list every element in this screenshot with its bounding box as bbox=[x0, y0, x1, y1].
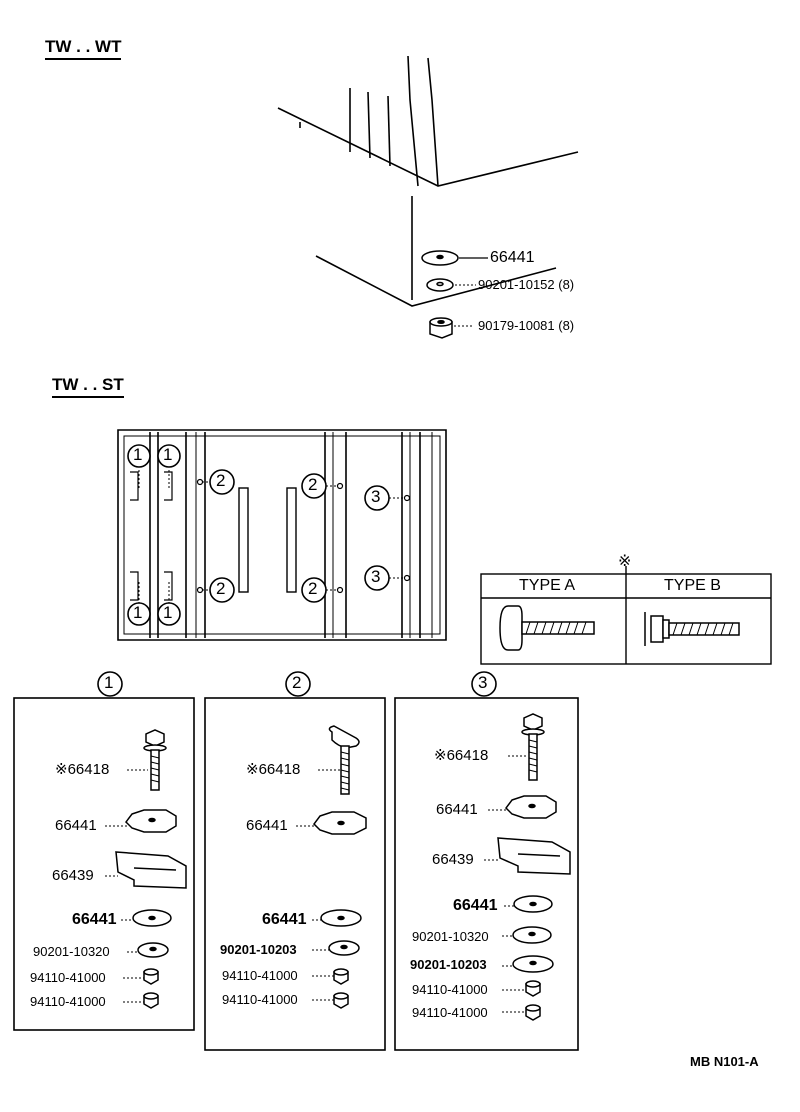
washer-icon bbox=[426, 278, 454, 292]
kit2-washer-label: 66441 bbox=[262, 911, 307, 928]
st-tank-outline bbox=[117, 429, 447, 641]
kit3-box bbox=[394, 697, 579, 1051]
type-b-label: TYPE B bbox=[664, 577, 721, 594]
callout-3: 3 bbox=[371, 487, 381, 506]
kit1-plain-washer-label: 90201-10320 bbox=[33, 944, 110, 959]
nut-icon bbox=[429, 317, 453, 339]
kit2-box bbox=[204, 697, 386, 1051]
kit2-nut2-label: 94110-41000 bbox=[222, 992, 298, 1007]
callout-2: 2 bbox=[308, 579, 318, 598]
section-title-wt: TW . . WT bbox=[45, 38, 122, 60]
callout-3: 3 bbox=[371, 567, 381, 586]
kit2-bolt-label: ※66418 bbox=[246, 761, 301, 778]
callout-1: 1 bbox=[133, 603, 143, 622]
kit3-number: 3 bbox=[478, 673, 488, 692]
kit1-washer-label: 66441 bbox=[72, 911, 117, 928]
callout-2: 2 bbox=[216, 579, 226, 598]
type-a-bolt-icon bbox=[499, 605, 595, 651]
kit3-washer-label: 66441 bbox=[453, 897, 498, 914]
kit2-number: 2 bbox=[292, 673, 302, 692]
kit1-parts bbox=[115, 729, 187, 1009]
kit1-box bbox=[13, 697, 195, 1031]
type-a-label: TYPE A bbox=[519, 577, 576, 594]
kit3-bracket-label: 66439 bbox=[432, 851, 474, 868]
kit3-plain-washer1-label: 90201-10320 bbox=[412, 929, 489, 944]
pad-66441-icon bbox=[421, 250, 459, 266]
diagram-code: MB N101-A bbox=[690, 1054, 759, 1069]
kit1-nut1-label: 94110-41000 bbox=[30, 970, 106, 985]
wt-nut-label: 90179-10081 (8) bbox=[478, 318, 575, 333]
kit3-pad-label: 66441 bbox=[436, 801, 478, 818]
kit3-nut2-label: 94110-41000 bbox=[412, 1005, 488, 1020]
wt-pad-label: 66441 bbox=[490, 249, 535, 266]
callout-1: 1 bbox=[163, 603, 173, 622]
kit2-plain-washer-label: 90201-10203 bbox=[220, 942, 297, 957]
kit2-parts bbox=[313, 725, 367, 1009]
kit2-pad-label: 66441 bbox=[246, 817, 288, 834]
kit2-nut1-label: 94110-41000 bbox=[222, 968, 298, 983]
kit3-parts bbox=[497, 713, 571, 1021]
type-note-mark: ※ bbox=[618, 553, 632, 570]
callout-1: 1 bbox=[163, 445, 173, 464]
kit3-nut1-label: 94110-41000 bbox=[412, 982, 488, 997]
kit1-pad-label: 66441 bbox=[55, 817, 97, 834]
kit1-bolt-label: ※66418 bbox=[55, 761, 110, 778]
callout-1: 1 bbox=[133, 445, 143, 464]
kit1-bracket-label: 66439 bbox=[52, 867, 94, 884]
callout-2: 2 bbox=[216, 471, 226, 490]
callout-2: 2 bbox=[308, 475, 318, 494]
wt-washer-label: 90201-10152 (8) bbox=[478, 277, 575, 292]
type-table bbox=[480, 566, 772, 665]
kit1-number: 1 bbox=[104, 673, 114, 692]
section-title-st: TW . . ST bbox=[52, 376, 124, 398]
kit1-nut2-label: 94110-41000 bbox=[30, 994, 106, 1009]
kit3-bolt-label: ※66418 bbox=[434, 747, 489, 764]
kit3-plain-washer2-label: 90201-10203 bbox=[410, 957, 487, 972]
type-b-bolt-icon bbox=[644, 612, 740, 646]
